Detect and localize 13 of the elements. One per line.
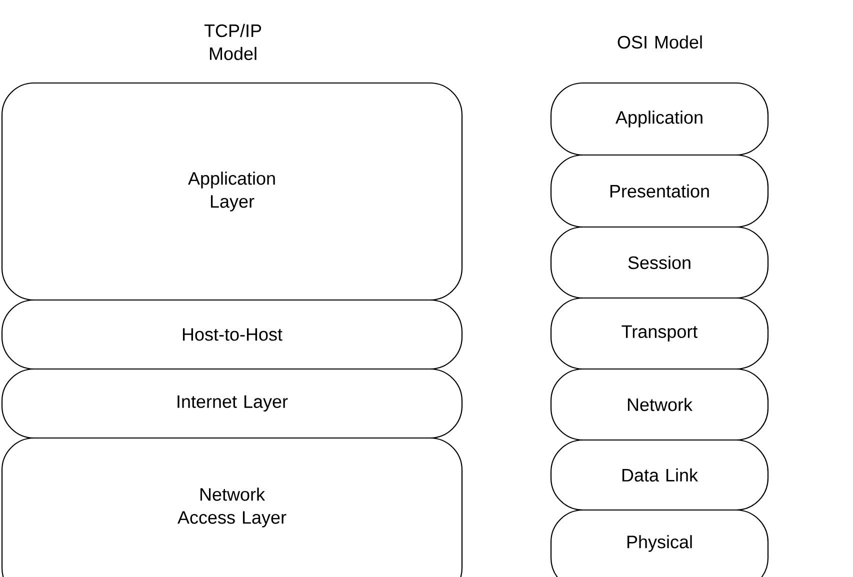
layer-box: Network <box>550 368 769 441</box>
layer-box: Physical <box>550 509 769 577</box>
column-heading: TCP/IP Model <box>204 24 262 60</box>
layer-box: Presentation <box>550 154 769 228</box>
column-heading: OSI Model <box>618 35 702 49</box>
layer-box: Application <box>550 82 769 156</box>
layer-box: Transport <box>550 297 769 370</box>
layer-box: Session <box>550 226 769 299</box>
layer-box: Application Layer <box>1 82 463 301</box>
layer-box: Network Access Layer <box>1 437 463 577</box>
layer-box: Host-to-Host <box>1 299 463 370</box>
layer-box: Data Link <box>550 439 769 511</box>
layer-box: Internet Layer <box>1 368 463 439</box>
